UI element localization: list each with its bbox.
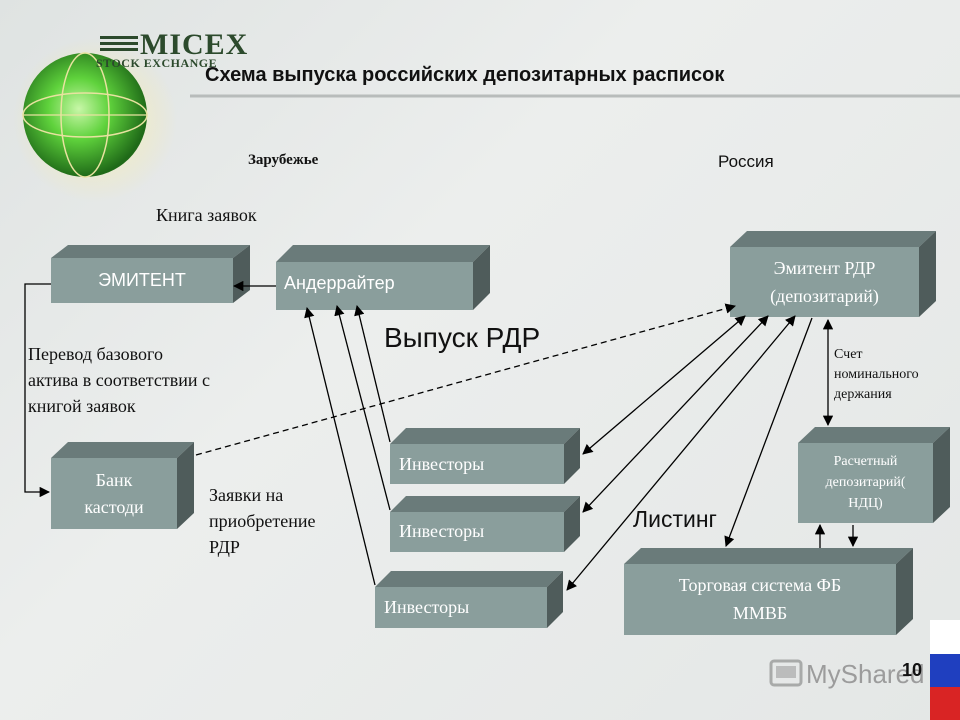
custodian-box-label: Банк кастоди <box>51 467 177 521</box>
custodian-to-rdr-issuer-dashed-arrow <box>195 303 737 456</box>
rdr-issuer-investors1-arrow <box>582 315 746 455</box>
transfer-label: Перевод базового актива в соответствии с… <box>28 341 210 419</box>
watermark-text: MyShared <box>806 659 925 689</box>
settlement-box-label: Расчетный депозитарий( НДЦ) <box>798 451 933 514</box>
rdr-issuer-to-trading-arrow <box>724 317 813 547</box>
investors1-to-underwriter-arrow <box>354 304 391 443</box>
custodian-label-line-2: кастоди <box>84 497 144 517</box>
investors-box-3-label: Инвесторы <box>384 597 470 617</box>
underwriter-box <box>276 245 490 310</box>
page-title: Схема выпуска российских депозитарных ра… <box>205 64 725 86</box>
micex-logo-subtitle: STOCK EXCHANGE <box>96 56 218 70</box>
custodian-box <box>51 442 194 529</box>
rdr-issuer-box <box>730 231 936 317</box>
globe-icon <box>13 38 177 202</box>
applications-label-line-3: РДР <box>209 537 240 557</box>
rdr-issuer-investors3-arrow <box>566 315 796 591</box>
investors-box-2-label: Инвесторы <box>399 521 485 541</box>
nominee-account-line-2: номинального <box>834 367 919 382</box>
applications-label-line-1: Заявки на <box>209 485 284 505</box>
region-foreign-label: Зарубежье <box>248 152 319 168</box>
issuer-box <box>51 245 250 303</box>
transfer-label-line-1: Перевод базового <box>28 344 163 364</box>
myshared-logo-icon <box>769 659 803 687</box>
micex-logo-text: MICEX <box>140 28 249 61</box>
settlement-label-line-2: депозитарий( <box>825 475 906 490</box>
region-russia-label: Россия <box>718 152 774 171</box>
applications-label: Заявки на приобретение РДР <box>209 482 316 560</box>
rdr-issuer-box-label: Эмитент РДР (депозитарий) <box>730 254 919 310</box>
investors3-to-underwriter-arrow <box>304 306 376 586</box>
investors-box-3 <box>375 571 563 628</box>
trading-label-line-2: ММВБ <box>732 603 788 623</box>
page-number: 10 <box>902 660 923 680</box>
rdr-issuer-label-line-1: Эмитент РДР <box>773 258 876 278</box>
micex-stripes-icon <box>100 36 138 51</box>
investors-box-1-label: Инвесторы <box>399 454 485 474</box>
nominee-account-line-1: Счет <box>834 347 863 362</box>
trading-label-line-1: Торговая система ФБ <box>678 575 842 595</box>
rdr-issuer-label-line-2: (депозитарий) <box>770 286 879 306</box>
listing-label: Листинг <box>633 506 717 532</box>
russian-flag-icon <box>930 620 960 720</box>
investors2-to-underwriter-arrow <box>334 304 391 511</box>
rdr-issuer-investors2-arrow <box>582 315 769 513</box>
underwriter-box-label: Андеррайтер <box>284 273 395 293</box>
trading-box-label: Торговая система ФБ ММВБ <box>624 571 896 627</box>
applications-label-line-2: приобретение <box>209 511 316 531</box>
settlement-label-line-3: НДЦ) <box>848 496 883 511</box>
issuer-box-label: ЭМИТЕНТ <box>98 270 186 290</box>
order-book-label: Книга заявок <box>156 205 257 225</box>
issue-label: Выпуск РДР <box>384 322 541 353</box>
nominee-account-label: Счет номинального держания <box>834 345 919 405</box>
custodian-label-line-1: Банк <box>95 470 133 490</box>
connectors <box>24 280 859 591</box>
transfer-label-line-2: актива в соответствии с <box>28 370 210 390</box>
settlement-depository-box <box>798 427 950 523</box>
issuer-to-custodian-arrow <box>24 283 51 498</box>
settlement-label-line-1: Расчетный <box>833 454 898 469</box>
transfer-label-line-3: книгой заявок <box>28 396 136 416</box>
nominee-account-line-3: держания <box>834 387 892 402</box>
